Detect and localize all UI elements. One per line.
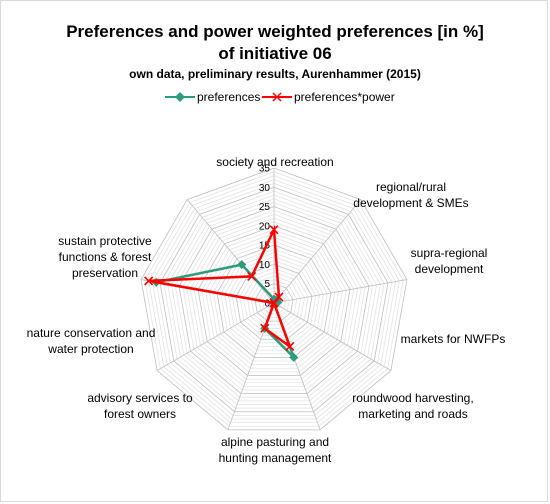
- grid-ring: [212, 240, 336, 362]
- legend-item-preferences-power: preferences*power: [262, 90, 395, 104]
- grid-ring: [262, 291, 286, 315]
- grid-ring: [246, 275, 302, 329]
- chart-title-line2: of initiative 06: [218, 44, 332, 63]
- grid-spoke: [186, 199, 275, 304]
- grid-spoke: [273, 199, 362, 304]
- grid-ring: [201, 229, 347, 373]
- grid-ring: [209, 237, 339, 366]
- grid-ring: [140, 167, 408, 431]
- grid-ring: [216, 244, 332, 358]
- tick-label: 20: [259, 221, 271, 232]
- grid-spoke: [273, 279, 408, 304]
- legend: preferences preferences*power: [0, 90, 550, 106]
- grid-ring: [227, 256, 321, 347]
- legend-label-preferences: preferences: [197, 90, 261, 104]
- category-label: society and recreation: [216, 155, 333, 169]
- chart-title: Preferences and power weighted preferenc…: [66, 22, 484, 41]
- data-point-preferences-power: [285, 341, 295, 352]
- grid-ring: [155, 183, 393, 416]
- data-point-preferences: [289, 352, 299, 362]
- grid-ring: [258, 287, 290, 318]
- grid-ring: [159, 186, 389, 413]
- category-label: roundwood harvesting,marketing and roads: [352, 391, 473, 421]
- grid-ring: [197, 225, 351, 376]
- data-point-preferences-power: [269, 225, 279, 235]
- grid-ring: [182, 210, 366, 391]
- data-point-preferences-power: [260, 323, 270, 333]
- chart-subtitle: own data, preliminary results, Aurenhamm…: [129, 67, 421, 81]
- tick-label: 35: [259, 164, 271, 175]
- data-point-preferences-power: [144, 276, 154, 286]
- grid-ring: [186, 213, 362, 387]
- grid-ring: [178, 206, 370, 395]
- data-point-preferences: [237, 260, 247, 270]
- tick-label: 15: [259, 241, 271, 252]
- grid-ring: [193, 221, 355, 380]
- grid-ring: [167, 194, 381, 405]
- data-point-preferences-power: [269, 298, 279, 308]
- grid-ring: [190, 217, 358, 384]
- legend-label-preferences-power: preferences*power: [294, 90, 395, 104]
- grid-spoke: [273, 302, 392, 371]
- grid-ring: [250, 279, 298, 326]
- grid-ring: [174, 202, 374, 398]
- grid-ring: [171, 198, 377, 402]
- grid-ring: [152, 179, 396, 420]
- legend-item-preferences: preferences: [165, 90, 260, 104]
- grid-ring: [231, 260, 317, 344]
- grid-ring: [163, 190, 385, 409]
- data-point-preferences-power: [247, 271, 257, 281]
- tick-label: 10: [259, 260, 271, 271]
- grid-ring: [254, 283, 294, 322]
- category-label: markets for NWFPs: [401, 332, 506, 346]
- legend-marker-diamond-icon: [165, 92, 195, 102]
- grid-ring: [224, 252, 324, 351]
- tick-label: 5: [264, 279, 270, 290]
- grid-ring: [148, 175, 400, 424]
- legend-marker-cross-icon: [262, 92, 292, 102]
- tick-label: 25: [259, 202, 271, 213]
- grid-ring: [243, 271, 305, 333]
- grid-ring: [144, 171, 404, 427]
- grid-spoke: [156, 302, 275, 371]
- tick-label: 30: [259, 183, 271, 194]
- tick-label: 0: [264, 299, 270, 310]
